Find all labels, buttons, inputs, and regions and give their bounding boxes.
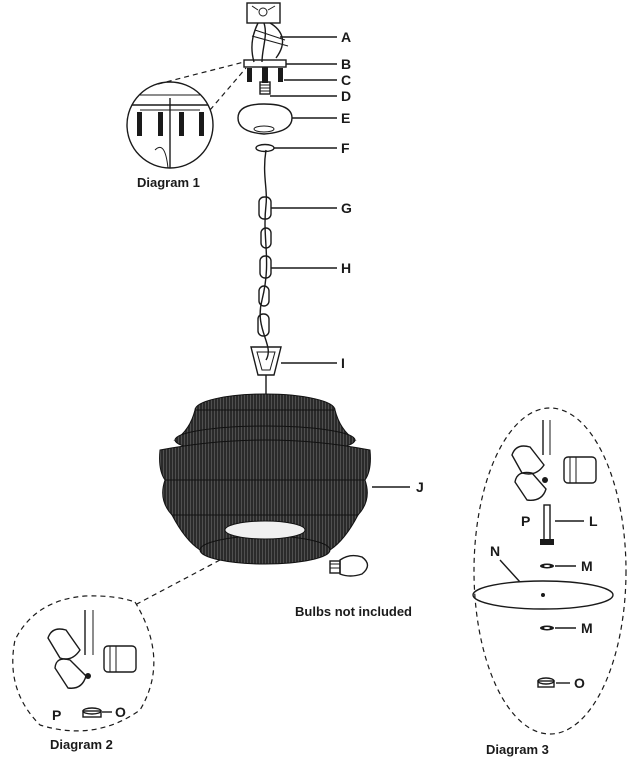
label-c: C	[341, 72, 351, 88]
mounting-bracket	[246, 2, 281, 24]
label-p-diagram3: P	[521, 513, 530, 529]
shade-cup	[250, 346, 282, 395]
label-o-diagram3: O	[574, 675, 585, 691]
cord-and-chain	[257, 149, 272, 361]
label-b: B	[341, 56, 351, 72]
label-h: H	[341, 260, 351, 276]
diagram-1-detail	[126, 61, 247, 169]
label-n: N	[490, 543, 500, 559]
canopy-collar	[255, 143, 275, 153]
label-l: L	[589, 513, 598, 529]
label-m-bottom: M	[581, 620, 593, 636]
label-a: A	[341, 29, 351, 45]
label-e: E	[341, 110, 350, 126]
label-o-diagram2: O	[115, 704, 126, 720]
label-j: J	[416, 479, 424, 495]
label-p-diagram2: P	[52, 707, 61, 723]
woven-shade	[159, 393, 371, 565]
leader-lines	[270, 36, 584, 684]
diagram-2-detail	[12, 559, 221, 732]
caption-diagram-1: Diagram 1	[137, 175, 200, 190]
label-d: D	[341, 88, 351, 104]
threaded-nipple	[259, 81, 271, 95]
crossbar	[243, 59, 287, 83]
label-m-top: M	[581, 558, 593, 574]
supply-wires	[251, 22, 289, 63]
label-f: F	[341, 140, 350, 156]
label-i: I	[341, 355, 345, 371]
canopy	[237, 103, 293, 135]
caption-diagram-3: Diagram 3	[486, 742, 549, 757]
label-g: G	[341, 200, 352, 216]
caption-bulbs-not-included: Bulbs not included	[295, 604, 412, 619]
caption-diagram-2: Diagram 2	[50, 737, 113, 752]
diagram-3-detail	[472, 407, 627, 735]
bulb-icon	[329, 554, 369, 577]
